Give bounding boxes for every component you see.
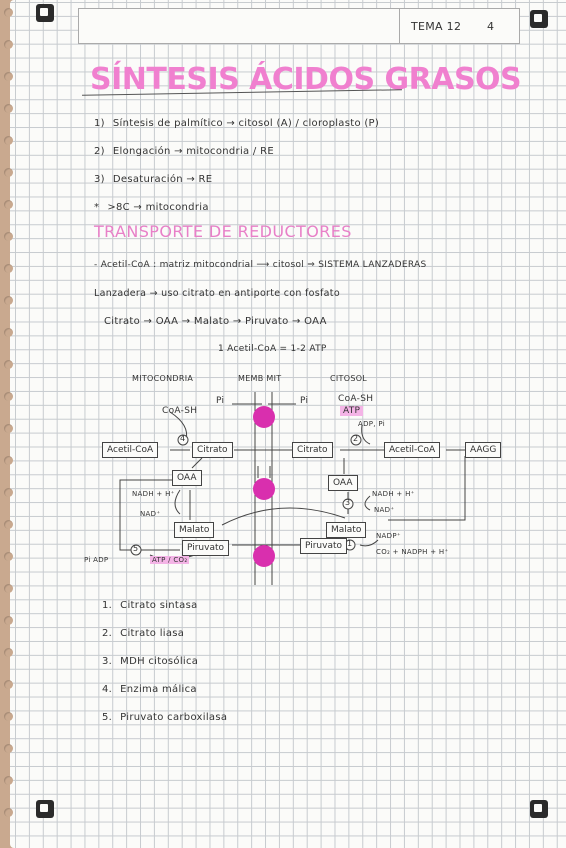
binder-hole [4,136,13,145]
enzyme-marker-2: 2 [353,434,359,443]
enzyme-item-4: 4.Enzima málica [102,684,197,695]
pi-right: Pi [300,396,309,406]
nadh-left-label: NADH + H⁺ [132,490,175,498]
corner-marker [36,4,54,22]
binder-hole [4,552,13,561]
binder-hole [4,392,13,401]
box-acetilcoa-cito: Acetil-CoA [384,442,441,458]
binder-hole [4,744,13,753]
binder-hole [4,8,13,17]
binder-hole [4,328,13,337]
box-aagg: AAGG [465,442,502,458]
corner-marker [530,800,548,818]
pi-left: Pi [216,396,225,406]
page-number: 4 [487,20,495,33]
note-line-3: Citrato → OAA → Malato → Piruvato → OAA [104,316,327,327]
enzyme-marker-5: 5 [133,544,139,553]
binder-hole [4,200,13,209]
header-box: TEMA 12 4 [78,8,520,44]
atp-co2-label: ATP / CO₂ [150,556,190,564]
binder-hole [4,168,13,177]
binder-hole [4,680,13,689]
nadp-label: NADP⁺ [376,532,401,540]
binder-hole [4,616,13,625]
box-citrato-cito: Citrato [292,442,333,458]
binder-hole [4,40,13,49]
enzyme-marker-4: 4 [180,434,186,443]
box-piruvato-mito: Piruvato [182,540,230,556]
binder-hole [4,104,13,113]
section-subtitle: TRANSPORTE DE REDUCTORES [94,222,352,241]
intro-item-4: *>8C → mitocondria [94,202,209,213]
tema-label: TEMA 12 [411,20,462,33]
binder-hole [4,520,13,529]
nadh-right-label: NADH + H⁺ [372,490,415,498]
nad-left-label: NAD⁺ [140,510,161,518]
coash-right: CoA-SH [338,394,374,404]
box-malato-cito: Malato [326,522,367,538]
intro-item-3: 3)Desaturación → RE [94,174,213,185]
enzyme-item-1: 1.Citrato sintasa [102,600,198,611]
box-malato-mito: Malato [174,522,215,538]
binder-hole [4,264,13,273]
binder-hole [4,808,13,817]
corner-marker [530,10,548,28]
intro-item-1: 1)Síntesis de palmítico → citosol (A) / … [94,118,380,129]
binder-hole [4,72,13,81]
box-oaa-cito: OAA [328,475,358,491]
corner-marker [36,800,54,818]
binder-hole [4,232,13,241]
pi-adp-label: Pi ADP [84,556,109,564]
coash-left: CoA-SH [162,406,198,416]
box-acetilcoa-mito: Acetil-CoA [102,442,159,458]
binder-hole [4,648,13,657]
nad-right-label: NAD⁺ [374,506,395,514]
notebook-page: TEMA 12 4 SÍNTESIS ÁCIDOS GRASOS 1)Sínte… [4,0,566,848]
binder-hole [4,456,13,465]
adp-pi-label: ADP, Pi [358,420,385,428]
note-line-2: Lanzadera → uso citrato en antiporte con… [94,288,340,299]
note-line-1: - Acetil-CoA : matriz mitocondrial ⟶ cit… [94,260,427,270]
box-oaa-mito: OAA [172,470,202,486]
atp-top-label: ATP [340,406,364,416]
enzyme-item-3: 3.MDH citosólica [102,656,199,667]
binder-hole [4,584,13,593]
binder-hole [4,712,13,721]
note-line-4: 1 Acetil-CoA = 1-2 ATP [218,344,327,354]
co2-nadph-label: CO₂ + NADPH + H⁺ [376,548,449,556]
enzyme-item-5: 5.Piruvato carboxilasa [102,712,228,723]
enzyme-item-2: 2.Citrato liasa [102,628,185,639]
intro-item-2: 2)Elongación → mitocondria / RE [94,146,274,157]
binder-hole [4,360,13,369]
col-label-membrana: MEMB MIT [238,374,282,383]
enzyme-marker-1: 1 [347,539,353,548]
col-label-mitocondria: MITOCONDRIA [132,374,194,383]
binder-hole [4,296,13,305]
box-citrato-mito: Citrato [192,442,233,458]
enzyme-marker-3: 3 [345,498,351,507]
binder-hole [4,424,13,433]
box-piruvato-cito: Piruvato [300,538,348,554]
col-label-citosol: CITOSOL [330,374,368,383]
binder-hole [4,488,13,497]
binder-hole [4,776,13,785]
